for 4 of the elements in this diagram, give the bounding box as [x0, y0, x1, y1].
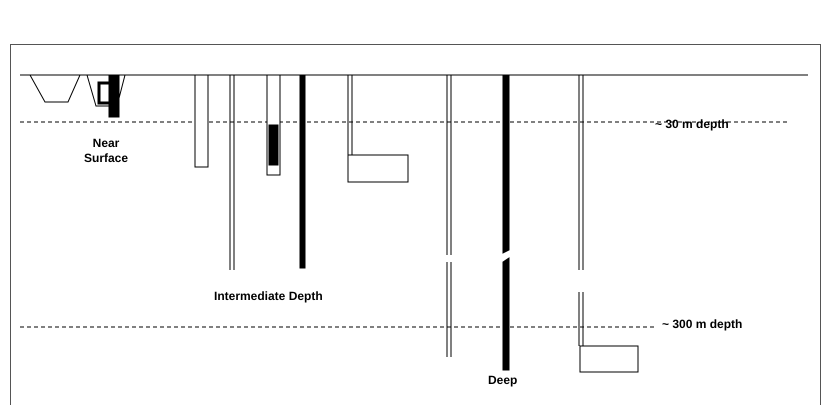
depth-label: ~ 300 m depth	[662, 317, 742, 332]
category-label: Deep	[488, 373, 518, 388]
category-label: Intermediate Depth	[214, 289, 323, 304]
category-label: Near Surface	[82, 136, 130, 166]
